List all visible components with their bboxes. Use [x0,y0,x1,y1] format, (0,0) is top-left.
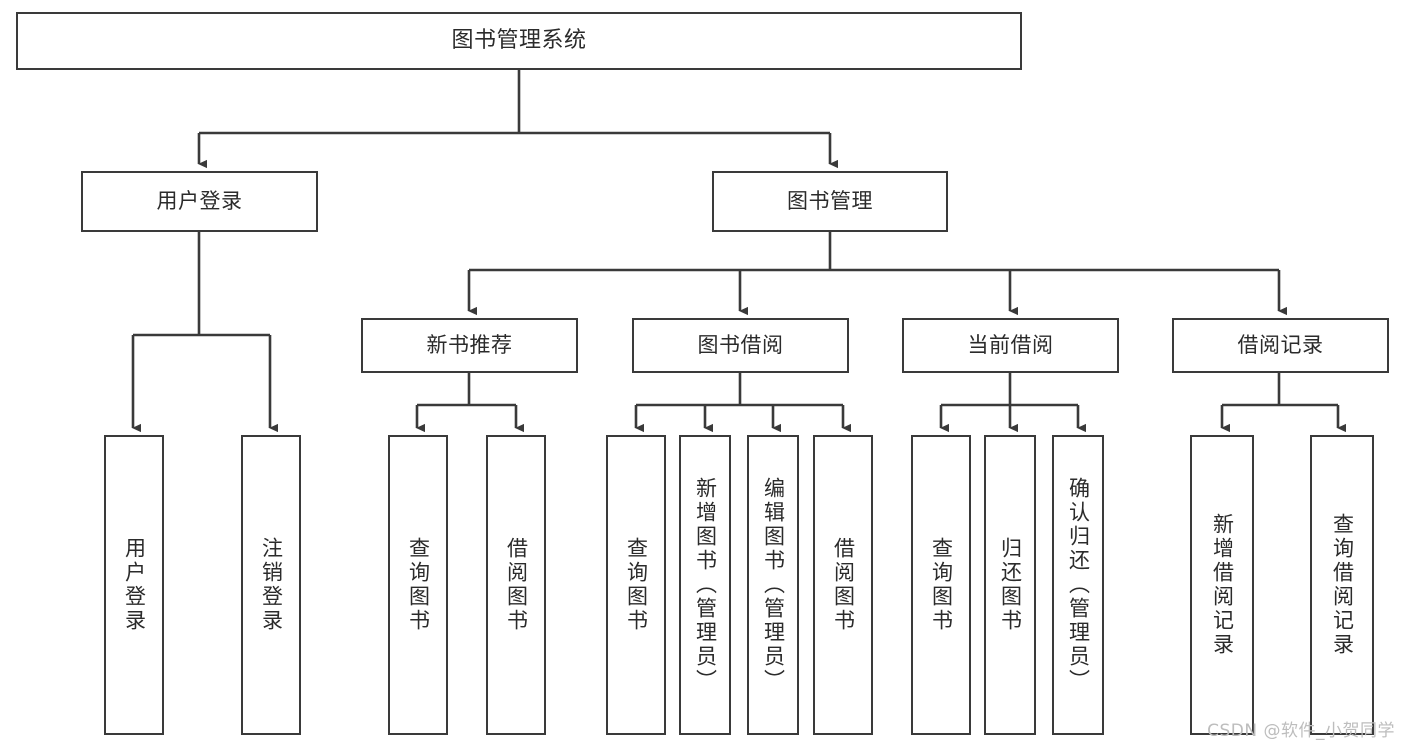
leaf-user-login-signout[interactable]: 注销登录 [241,435,301,735]
watermark-text: CSDN @软件_小贺同学 [1207,721,1395,741]
leaf-new-book-borrow[interactable]: 借阅图书 [486,435,546,735]
node-root-system[interactable]: 图书管理系统 [16,12,1022,70]
node-borrow-record[interactable]: 借阅记录 [1172,318,1389,373]
node-label: 查询借阅记录 [1330,513,1355,657]
node-label: 新增图书（管理员） [693,477,718,693]
node-book-borrow[interactable]: 图书借阅 [632,318,849,373]
node-label: 查询图书 [929,537,954,633]
node-label: 图书管理系统 [451,28,587,54]
leaf-user-login-signin[interactable]: 用户登录 [104,435,164,735]
leaf-record-add[interactable]: 新增借阅记录 [1190,435,1254,735]
leaf-current-confirm-return-admin[interactable]: 确认归还（管理员） [1052,435,1104,735]
node-label: 编辑图书（管理员） [761,477,786,693]
node-label: 注销登录 [259,537,284,633]
node-label: 用户登录 [122,537,147,633]
node-label: 图书借阅 [697,333,784,358]
node-book-management[interactable]: 图书管理 [712,171,948,232]
leaf-borrow-edit-book-admin[interactable]: 编辑图书（管理员） [747,435,799,735]
node-label: 图书管理 [787,189,873,214]
leaf-borrow-add-book-admin[interactable]: 新增图书（管理员） [679,435,731,735]
node-label: 归还图书 [998,537,1023,633]
leaf-record-query[interactable]: 查询借阅记录 [1310,435,1374,735]
node-label: 查询图书 [624,537,649,633]
leaf-new-book-query[interactable]: 查询图书 [388,435,448,735]
node-label: 新增借阅记录 [1210,513,1235,657]
node-label: 当前借阅 [967,333,1054,358]
node-label: 借阅图书 [504,537,529,633]
node-label: 新书推荐 [426,333,513,358]
node-label: 用户登录 [156,189,243,214]
leaf-borrow-query-book[interactable]: 查询图书 [606,435,666,735]
leaf-current-return-book[interactable]: 归还图书 [984,435,1036,735]
leaf-current-query-book[interactable]: 查询图书 [911,435,971,735]
leaf-borrow-borrow-book[interactable]: 借阅图书 [813,435,873,735]
node-current-borrow[interactable]: 当前借阅 [902,318,1119,373]
node-label: 借阅记录 [1237,333,1324,358]
node-label: 借阅图书 [831,537,856,633]
node-user-login[interactable]: 用户登录 [81,171,318,232]
node-label: 确认归还（管理员） [1066,477,1091,693]
node-label: 查询图书 [406,537,431,633]
node-new-book-recommend[interactable]: 新书推荐 [361,318,578,373]
